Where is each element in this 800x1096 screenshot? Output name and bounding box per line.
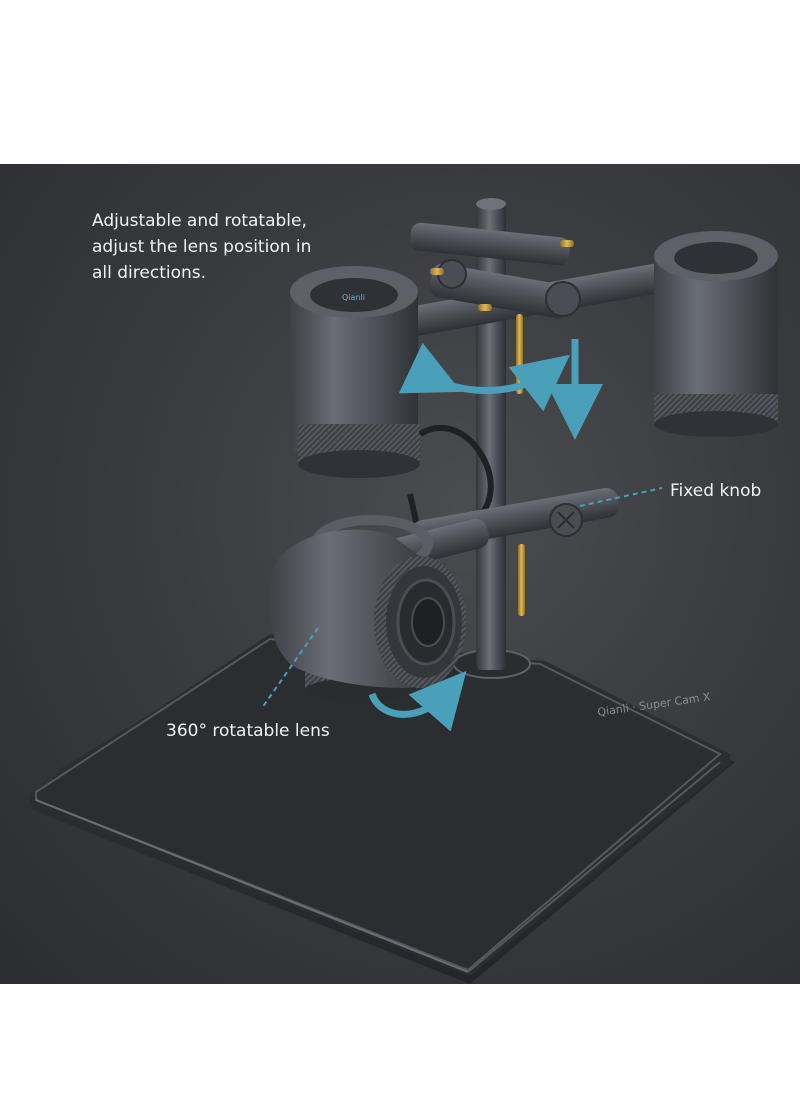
rotatable-lens-label: 360° rotatable lens bbox=[166, 721, 330, 741]
top-margin bbox=[0, 0, 800, 164]
upper-arm bbox=[401, 222, 699, 337]
rotatable-lens-camera bbox=[269, 515, 466, 702]
adjust-caption-line-3: all directions. bbox=[92, 263, 207, 283]
rotate-arrow-lower bbox=[368, 670, 467, 732]
right-upper-camera bbox=[654, 231, 778, 437]
rotatable-lens-callout-line bbox=[261, 627, 319, 709]
lens-cap-logo: Qianli bbox=[342, 293, 365, 302]
fixed-knob-callout-line bbox=[579, 487, 663, 507]
fixed-knob-label: Fixed knob bbox=[670, 481, 762, 501]
brass-pin-lower bbox=[518, 544, 525, 616]
adjust-caption: Adjustable and rotatable, adjust the len… bbox=[92, 208, 352, 286]
adjust-caption-line-1: Adjustable and rotatable, bbox=[92, 211, 307, 231]
bottom-margin bbox=[0, 984, 800, 1096]
base-brand-label: Qianli · Super Cam X bbox=[597, 690, 712, 719]
base-plate: Qianli · Super Cam X bbox=[30, 634, 735, 984]
left-upper-camera: Qianli bbox=[290, 266, 420, 478]
rotate-arrow-upper bbox=[398, 342, 571, 412]
rotation-arrows bbox=[368, 339, 603, 732]
adjust-caption-line-2: adjust the lens position in bbox=[92, 237, 312, 257]
product-photo: Qianli · Super Cam X Qianli bbox=[0, 164, 800, 984]
microscope-stand-illustration: Qianli · Super Cam X Qianli bbox=[30, 198, 778, 984]
